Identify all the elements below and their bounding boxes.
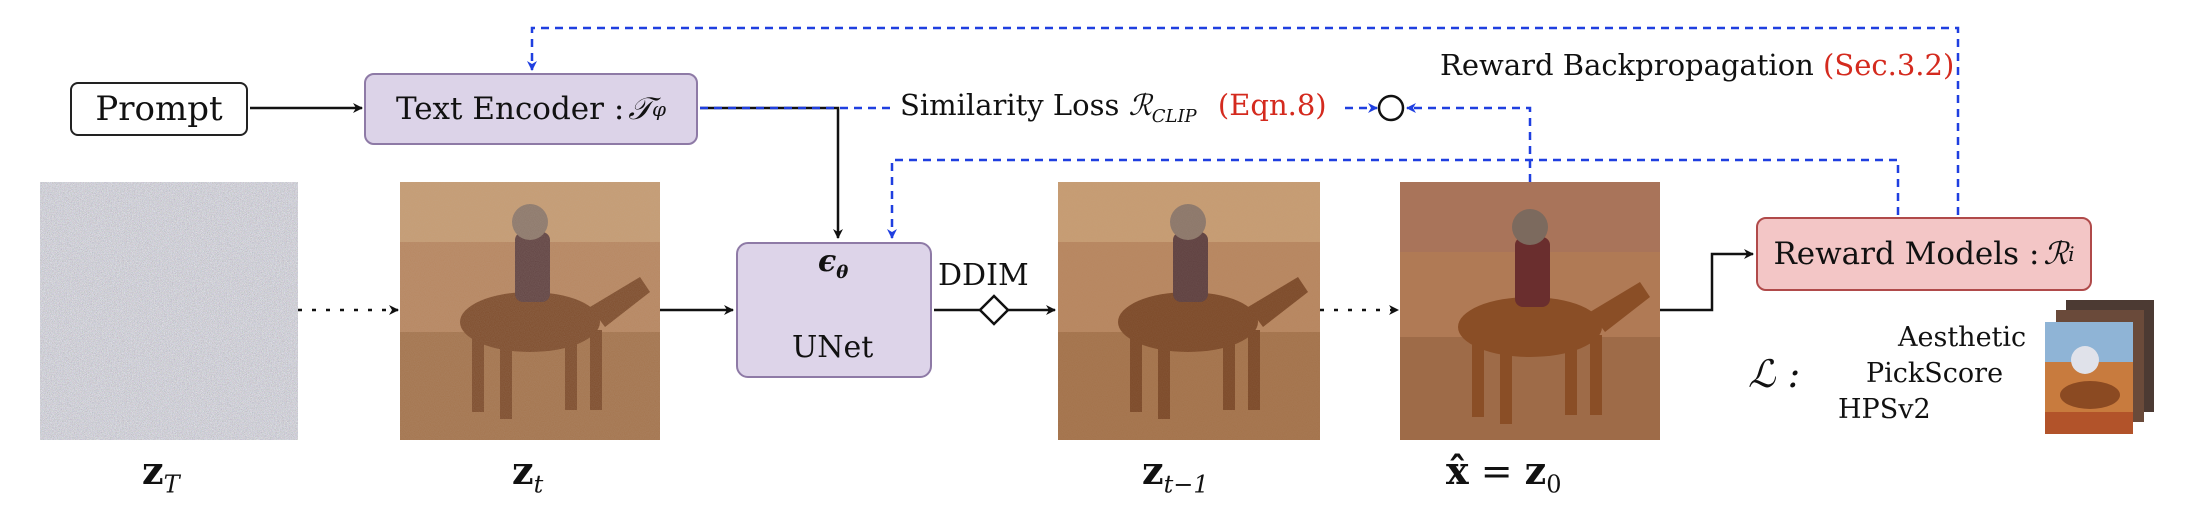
loss-sample-images (2045, 300, 2154, 434)
noise-image (40, 182, 298, 440)
latent-zT-symbol: z (142, 448, 164, 493)
image-x0 (1400, 182, 1660, 440)
text-encoder-box: Text Encoder : 𝒯 φ (364, 73, 698, 145)
similarity-loss-symbol: ℛ (1128, 88, 1152, 122)
text-encoder-symbol: 𝒯 (628, 90, 653, 127)
similarity-node (1377, 94, 1405, 122)
unet-box (736, 242, 932, 378)
ddim-node (978, 294, 1010, 326)
latent-zT-subscript: T (163, 470, 180, 499)
ddim-label: DDIM (938, 258, 1029, 293)
latent-x0-subscript: 0 (1546, 470, 1562, 499)
latent-zt-minus-1-symbol: z (1142, 448, 1164, 493)
unet-epsilon-label: ϵθ (818, 244, 848, 283)
reward-models-subscript: i (2068, 242, 2075, 266)
text-encoder-subscript: φ (652, 97, 667, 121)
dashed-backprop-top (527, 26, 1960, 215)
reward-models-box: Reward Models : ℛ i (1756, 217, 2092, 291)
latent-zt-symbol: z (512, 448, 534, 493)
latent-zt-label: zt (512, 448, 543, 499)
reward-models-symbol: ℛ (2043, 236, 2069, 272)
latent-x0-lhs: x̂ (1446, 448, 1469, 493)
dashed-backprop-unet (887, 158, 1900, 239)
latent-zT-label: zT (142, 448, 180, 499)
loss-item-aesthetic: Aesthetic (1898, 322, 2027, 353)
unet-label: UNet (792, 330, 874, 365)
similarity-loss-label: Similarity Loss ℛCLIP (Eqn.8) (900, 88, 1327, 127)
latent-x0-rhs: z (1524, 448, 1547, 493)
prompt-box: Prompt (70, 82, 248, 136)
arrow-x0-to-reward (1660, 249, 1754, 312)
latent-x0-label: x̂ = z0 (1446, 448, 1562, 499)
latent-zt-minus-1-label: zt−1 (1142, 448, 1209, 499)
loss-item-hpsv2: HPSv2 (1838, 394, 1931, 425)
latent-zt-minus-1-subscript: t−1 (1163, 470, 1209, 499)
dashed-x0-to-node (1406, 103, 1532, 182)
arrow-encoder-to-unet (700, 106, 843, 239)
similarity-loss-subscript: CLIP (1151, 105, 1197, 127)
image-zt-minus-1 (1058, 182, 1320, 440)
latent-zt-subscript: t (533, 470, 544, 499)
similarity-loss-text: Similarity Loss (900, 88, 1129, 122)
prompt-label: Prompt (95, 89, 223, 129)
unet-epsilon-subscript: θ (836, 262, 849, 283)
reward-backprop-reference: (Sec.3.2) (1823, 48, 1955, 82)
text-encoder-label: Text Encoder : (395, 91, 625, 127)
similarity-loss-reference: (Eqn.8) (1217, 88, 1327, 122)
loss-item-pickscore: PickScore (1866, 358, 2004, 389)
reward-backprop-label: Reward Backpropagation (Sec.3.2) (1440, 48, 1954, 82)
image-zt (400, 182, 660, 440)
unet-epsilon-symbol: ϵ (818, 244, 837, 279)
loss-symbol: ℒ : (1748, 352, 1801, 396)
reward-backprop-text: Reward Backpropagation (1440, 48, 1824, 82)
latent-x0-equals: = (1468, 449, 1525, 493)
reward-models-label: Reward Models : (1773, 236, 2040, 272)
